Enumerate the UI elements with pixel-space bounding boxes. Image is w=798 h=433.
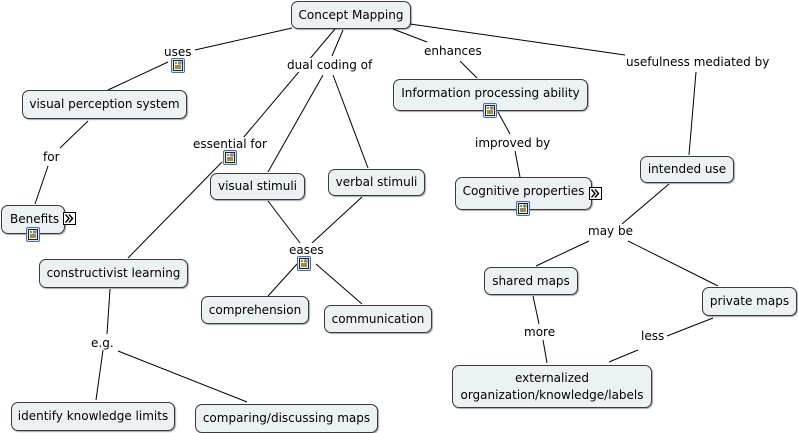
concept-visual-stimuli[interactable]: visual stimuli (210, 173, 305, 200)
link-line (621, 183, 670, 225)
concept-label: comparing/discussing maps (202, 411, 371, 425)
link-line (267, 263, 298, 297)
link-line (532, 295, 540, 325)
link-line (332, 74, 369, 169)
link-line (459, 60, 478, 79)
link-line (107, 61, 169, 91)
linking-phrase-more[interactable]: more (523, 325, 557, 339)
linking-phrase-dual-coding-of[interactable]: dual coding of (286, 58, 374, 72)
concept-label: Cognitive properties (462, 184, 585, 198)
link-line (95, 349, 104, 401)
concept-comprehension[interactable]: comprehension (201, 296, 309, 324)
link-line (242, 28, 336, 139)
link-line (127, 161, 223, 259)
linking-phrase-e-g[interactable]: e.g. (90, 336, 115, 350)
expand-submap-icon[interactable] (63, 212, 76, 225)
link-line (59, 120, 89, 149)
link-line (311, 196, 363, 244)
link-line (392, 28, 428, 43)
linking-phrase-for[interactable]: for (42, 150, 61, 164)
concept-label: constructivist learning (46, 266, 181, 280)
link-line (331, 29, 344, 57)
link-line (117, 350, 248, 403)
resource-document-icon[interactable] (171, 58, 185, 73)
linking-phrase-may-be[interactable]: may be (587, 224, 634, 238)
link-line (106, 288, 111, 335)
link-line (315, 263, 363, 305)
concept-private-maps[interactable]: private maps (702, 287, 797, 316)
linking-phrase-less[interactable]: less (640, 329, 666, 343)
concept-concept-mapping[interactable]: Concept Mapping (291, 1, 411, 29)
resource-document-icon[interactable] (223, 150, 237, 165)
link-line (409, 23, 626, 56)
concept-label: verbal stimuli (335, 175, 418, 189)
linking-phrase-eases[interactable]: eases (288, 243, 325, 257)
link-line (267, 74, 324, 173)
concept-label: Concept Mapping (298, 7, 404, 22)
concept-label: comprehension (208, 302, 302, 317)
concept-label-line-2: organization/knowledge/labels (460, 387, 644, 402)
concept-intended-use[interactable]: intended use (640, 156, 734, 183)
resource-document-icon[interactable] (516, 201, 530, 216)
concept-label: shared maps (492, 273, 570, 288)
link-line (542, 339, 548, 364)
link-line (194, 27, 293, 51)
resource-document-icon[interactable] (297, 256, 311, 271)
link-line (514, 150, 521, 178)
expand-submap-icon[interactable] (589, 187, 602, 200)
linking-phrase-improved-by[interactable]: improved by (474, 136, 552, 150)
linking-phrase-enhances[interactable]: enhances (423, 44, 483, 58)
concept-shared-maps[interactable]: shared maps (484, 267, 578, 295)
concept-label: intended use (647, 162, 727, 176)
link-line (627, 240, 719, 287)
link-line (688, 71, 697, 156)
linking-phrase-essential-for[interactable]: essential for (192, 137, 268, 151)
concept-externalized-organization-knowledge-labels[interactable]: externalized organization/knowledge/labe… (452, 365, 652, 408)
link-line (535, 240, 590, 267)
concept-communication[interactable]: communication (324, 305, 432, 333)
resource-document-icon[interactable] (483, 103, 497, 118)
link-line (497, 111, 511, 135)
link-line (267, 200, 301, 244)
linking-phrase-usefulness-mediated-by[interactable]: usefulness mediated by (625, 55, 771, 69)
concept-label-line-1: externalized (514, 370, 589, 385)
concept-label: visual stimuli (217, 179, 298, 193)
link-line (666, 317, 714, 337)
concept-label: Information processing ability (401, 86, 580, 100)
link-line (34, 165, 49, 205)
concept-verbal-stimuli[interactable]: verbal stimuli (328, 169, 425, 196)
concept-constructivist-learning[interactable]: constructivist learning (39, 259, 188, 288)
concept-label: visual perception system (29, 97, 180, 111)
concept-label: communication (331, 311, 425, 326)
concept-label: Benefits (10, 212, 60, 226)
concept-identify-knowledge-limits[interactable]: identify knowledge limits (11, 402, 175, 431)
concept-label: identify knowledge limits (17, 409, 169, 423)
resource-document-icon[interactable] (26, 227, 40, 242)
concept-label: private maps (709, 294, 790, 308)
linking-phrase-uses[interactable]: uses (163, 45, 193, 59)
link-line (608, 349, 639, 363)
concept-comparing-discussing-maps[interactable]: comparing/discussing maps (195, 404, 378, 433)
concept-visual-perception-system[interactable]: visual perception system (22, 90, 187, 119)
